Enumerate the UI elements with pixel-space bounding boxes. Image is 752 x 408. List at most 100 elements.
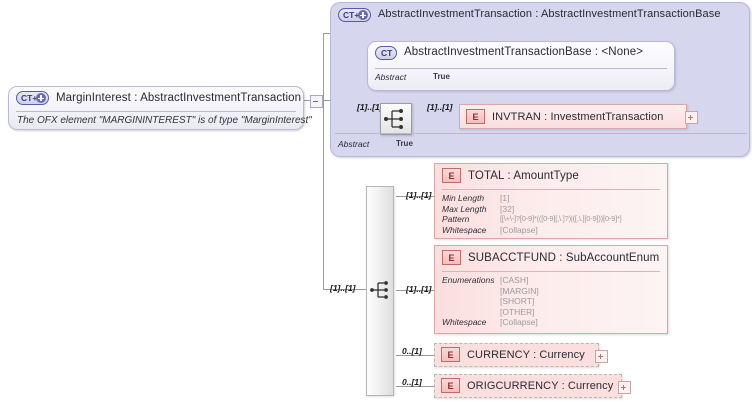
element-icon: E [466,109,485,124]
element-icon: E [441,347,460,362]
sequence-glyph [384,109,403,129]
cardinality-sequence-in: [1]..[1] [330,283,356,293]
property-value: [Collapse] [500,317,538,327]
property-key: Min Length [442,193,485,203]
plus-glyph [358,10,368,20]
property-row: [OTHER] [442,307,660,318]
complex-type-icon: CT [375,46,397,60]
badge-label: E [448,170,455,181]
group-divider [335,133,747,134]
sequence-compositor-icon[interactable] [380,103,412,135]
root-header: CT+ MarginInterest : AbstractInvestmentT… [9,87,303,108]
element-origcurrency[interactable]: E ORIGCURRENCY : Currency [434,374,631,398]
inner-divider [375,68,667,69]
element-properties: Enumerations [CASH] [MARGIN] [SHORT] [OT… [435,272,667,332]
group-title: AbstractInvestmentTransaction : Abstract… [378,8,721,20]
complex-type-expand-icon[interactable]: CT+ [338,8,371,22]
property-key [442,286,500,297]
property-row: Max Length [32] [442,204,660,215]
element-divider [442,271,660,272]
plus-glyph [36,93,46,103]
connector-root-stub [303,100,311,101]
collapse-toggle-icon[interactable] [310,95,323,108]
property-value: [32] [500,203,515,214]
element-title: TOTAL : AmountType [468,169,579,182]
badge-label: CT [381,48,393,58]
root-element-margininterest[interactable]: CT+ MarginInterest : AbstractInvestmentT… [8,86,312,130]
connector-seq-to-currency [396,355,434,356]
property-row: Whitespace [Collapse] [442,225,660,236]
expand-invtran-icon[interactable] [685,111,698,124]
inner-title: AbstractInvestmentTransactionBase : <Non… [404,46,644,58]
property-row: [SHORT] [442,296,660,307]
property-key: Enumerations [442,275,495,285]
property-key: Max Length [442,203,487,214]
property-key: Pattern [442,214,470,224]
property-key [442,296,500,307]
connector-seq-to-total [396,196,434,197]
complex-type-expand-icon[interactable]: CT+ [16,91,49,105]
connector-seq-to-subacctfund [396,290,434,291]
element-invtran[interactable]: E INVTRAN : InvestmentTransaction [459,104,698,129]
property-key: Whitespace [442,317,487,327]
badge-label: E [447,380,454,391]
property-value: [SHORT] [500,296,535,306]
element-header: E TOTAL : AmountType [435,164,667,186]
property-value: True [433,72,450,81]
element-title: INVTRAN : InvestmentTransaction [492,110,664,123]
sequence-glyph [370,281,388,299]
property-row: Pattern [[\+\-]?[0-9]*(([0-9][,\.]?)|([,… [442,214,660,225]
property-row: Min Length [1] [442,193,660,204]
connector-trunk-stub [321,100,330,101]
cardinality-currency: 0..[1] [402,346,422,356]
property-key: Whitespace [442,224,487,235]
property-row: [MARGIN] [442,286,660,297]
connector-trunk-vertical [323,33,324,289]
element-currency[interactable]: E CURRENCY : Currency [434,343,608,367]
property-value: [OTHER] [500,306,535,317]
element-icon: E [441,378,460,393]
inner-properties: Abstract True [368,69,674,87]
element-icon: E [442,168,461,183]
property-row: Abstract True [338,139,413,150]
property-value: [MARGIN] [500,285,539,296]
badge-label: E [472,111,479,122]
property-row: Whitespace [Collapse] [442,317,660,328]
expand-origcurrency-icon[interactable] [618,381,631,394]
cardinality-total: [1]..[1] [406,190,432,200]
property-key: Abstract [375,72,407,82]
group-header: CT+ AbstractInvestmentTransaction : Abst… [331,3,749,25]
cardinality-invtran: [1]..[1] [427,102,453,112]
group-footer: Abstract True [331,136,420,154]
property-key: Abstract [338,139,370,149]
badge-label: CT+ [21,93,38,103]
group-abstract-investment-transaction[interactable]: CT+ AbstractInvestmentTransaction : Abst… [330,2,750,157]
element-properties: Min Length [1] Max Length [32] Pattern [… [435,190,667,239]
expand-currency-icon[interactable] [595,350,608,363]
element-total[interactable]: E TOTAL : AmountType Min Length [1] Max … [434,163,668,239]
cardinality-subacctfund: [1]..[1] [406,284,432,294]
property-key [442,307,500,318]
element-header: E ORIGCURRENCY : Currency [435,375,621,396]
root-divider [16,111,296,112]
element-header: E INVTRAN : InvestmentTransaction [460,105,686,128]
property-value: [Collapse] [500,224,538,235]
element-icon: E [442,250,461,265]
cardinality-group-sequence: [1]..[1] [357,102,383,112]
inner-complex-type-box[interactable]: CT AbstractInvestmentTransactionBase : <… [367,41,675,91]
sequence-compositor-icon[interactable] [369,277,395,303]
element-title: CURRENCY : Currency [467,348,585,361]
property-value: [CASH] [500,275,529,285]
badge-label: CT+ [343,10,360,20]
element-header: E CURRENCY : Currency [435,344,598,365]
root-annotation: The OFX element "MARGININTEREST" is of t… [17,115,312,126]
property-row: Abstract True [375,72,667,83]
property-value: True [396,139,413,148]
element-title: ORIGCURRENCY : Currency [467,379,614,392]
element-subacctfund[interactable]: E SUBACCTFUND : SubAccountEnum Enumerati… [434,245,668,334]
element-header: E SUBACCTFUND : SubAccountEnum [435,246,667,268]
connector-branch-sequence [323,289,372,290]
element-title: SUBACCTFUND : SubAccountEnum [468,251,660,264]
property-value: [1] [500,193,510,203]
